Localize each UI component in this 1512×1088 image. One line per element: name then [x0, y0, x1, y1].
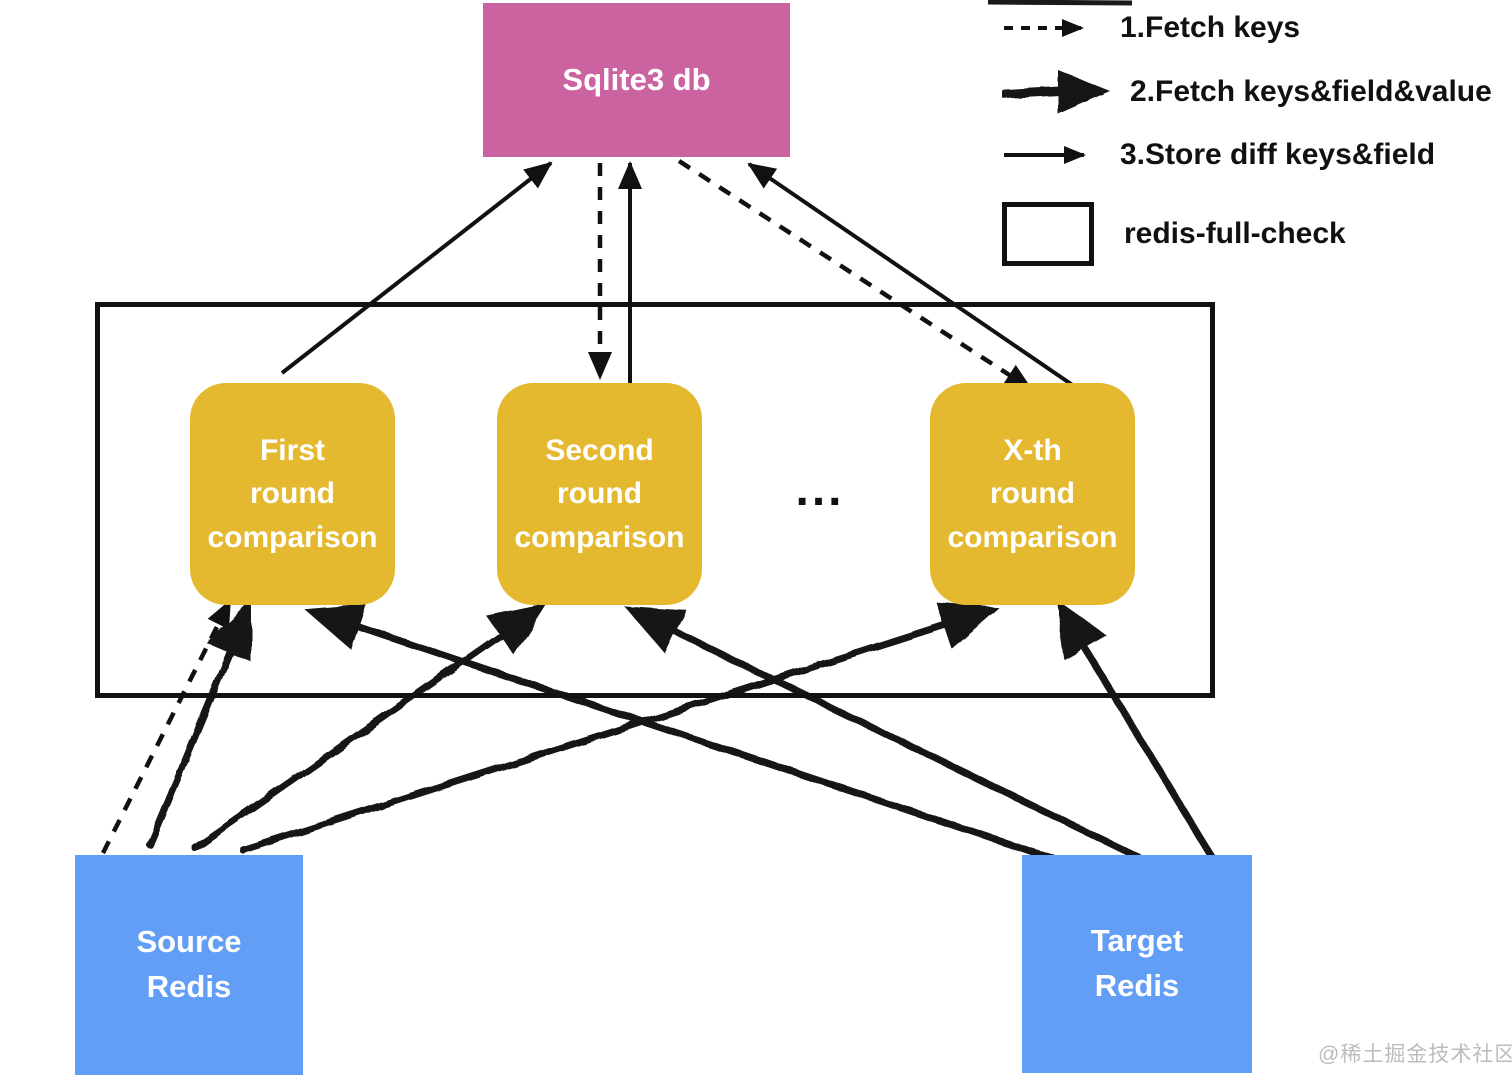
- round-label-line: round: [990, 477, 1075, 511]
- round-label-line: Second: [545, 433, 654, 467]
- legend-label: 2.Fetch keys&field&value: [1130, 75, 1492, 108]
- arrow-target-redis-to-xth-round: [1055, 598, 1216, 861]
- target-redis-node: Target Redis: [1022, 855, 1252, 1073]
- source-redis-label-line: Source: [136, 924, 242, 960]
- legend-row-fetch-keys-field-value: 2.Fetch keys&field&value: [1002, 64, 1492, 120]
- legend-label: 3.Store diff keys&field: [1120, 138, 1436, 171]
- sqlite-db-node: Sqlite3 db: [483, 3, 790, 157]
- source-redis-node: Source Redis: [75, 855, 303, 1075]
- arrow-source-redis-to-first-round: [146, 599, 252, 849]
- redis-full-check-frame: [95, 302, 1215, 698]
- target-redis-label-line: Target: [1090, 923, 1184, 959]
- arrow-first-round-to-sqlite: [280, 161, 553, 375]
- arrow-source-redis-to-xth-round: [239, 602, 999, 854]
- top-cropped-stroke: [987, 0, 1133, 6]
- round-label-line: First: [259, 433, 325, 467]
- dashed-arrow-icon: [1004, 19, 1084, 37]
- legend-label: 1.Fetch keys: [1120, 11, 1301, 44]
- arrow-target-redis-to-second-round: [623, 605, 1144, 862]
- solid-arrow-icon: [1004, 146, 1086, 164]
- round-label-line: comparison: [207, 520, 378, 554]
- legend-row-redis-full-check: redis-full-check: [1002, 196, 1346, 272]
- round-label-line: X-th: [1003, 433, 1062, 467]
- arrow-source-redis-to-second-round: [191, 602, 548, 852]
- round-label-line: comparison: [514, 520, 685, 554]
- legend-row-fetch-keys: 1.Fetch keys: [1002, 8, 1300, 48]
- xth-round-comparison-node: X-th round comparison: [930, 383, 1135, 605]
- round-label-line: round: [557, 477, 642, 511]
- box-outline-icon: [1002, 202, 1094, 266]
- round-label-line: comparison: [947, 520, 1118, 554]
- thick-arrow-icon: [1002, 70, 1110, 114]
- round-label-line: round: [250, 477, 335, 511]
- legend-label: redis-full-check: [1124, 217, 1346, 250]
- target-redis-label-line: Redis: [1094, 968, 1180, 1003]
- source-redis-label-line: Redis: [146, 969, 232, 1004]
- more-rounds-ellipsis: ...: [795, 463, 845, 516]
- arrow-xth-round-to-sqlite: [747, 162, 1092, 399]
- second-round-comparison-node: Second round comparison: [497, 383, 702, 605]
- legend-row-store-diff: 3.Store diff keys&field: [1002, 132, 1435, 178]
- arrow-target-redis-to-first-round: [304, 604, 1067, 866]
- watermark: @稀土掘金技术社区: [1318, 1043, 1512, 1066]
- first-round-comparison-node: First round comparison: [190, 383, 395, 605]
- sqlite-db-label: Sqlite3 db: [562, 61, 711, 97]
